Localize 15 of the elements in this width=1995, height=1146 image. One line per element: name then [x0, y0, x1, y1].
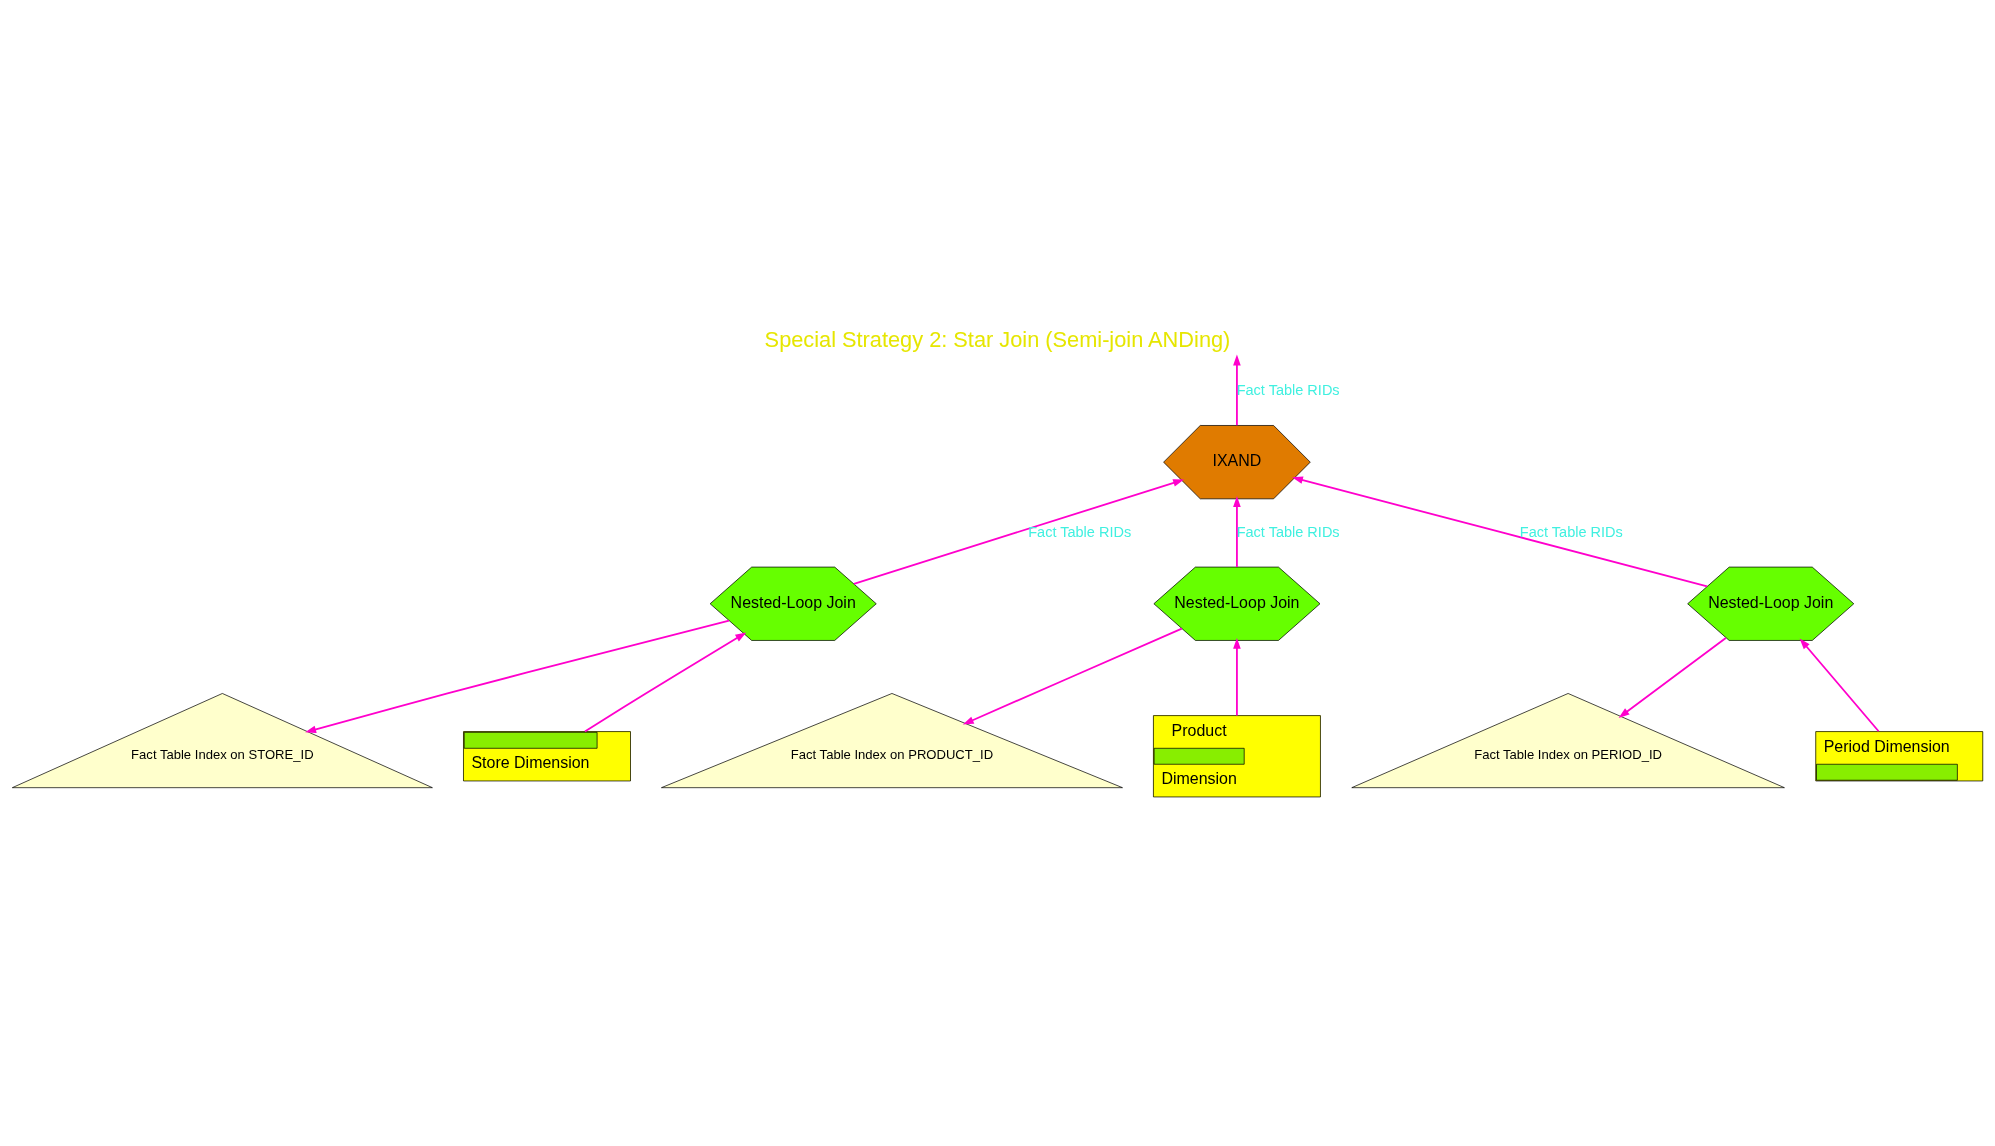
edge-label: Fact Table RIDs: [1236, 523, 1340, 540]
arrow: [962, 627, 1183, 725]
diagram-title: Special Strategy 2: Star Join (Semi-join ANDing): [764, 327, 1231, 353]
edge-label: Fact Table RIDs: [1028, 523, 1132, 540]
edge-label: Fact Table RIDs: [1236, 381, 1340, 398]
arrow: [1618, 637, 1727, 718]
arrow: [1799, 638, 1880, 733]
arrow: [1291, 476, 1709, 588]
arrow: [583, 632, 747, 733]
arrow: [1233, 496, 1241, 568]
arrow: [1233, 354, 1241, 427]
arrow: [305, 619, 730, 734]
arrow: [853, 479, 1185, 585]
edge-label: Fact Table RIDs: [1519, 523, 1623, 540]
arrow: [1233, 637, 1241, 717]
